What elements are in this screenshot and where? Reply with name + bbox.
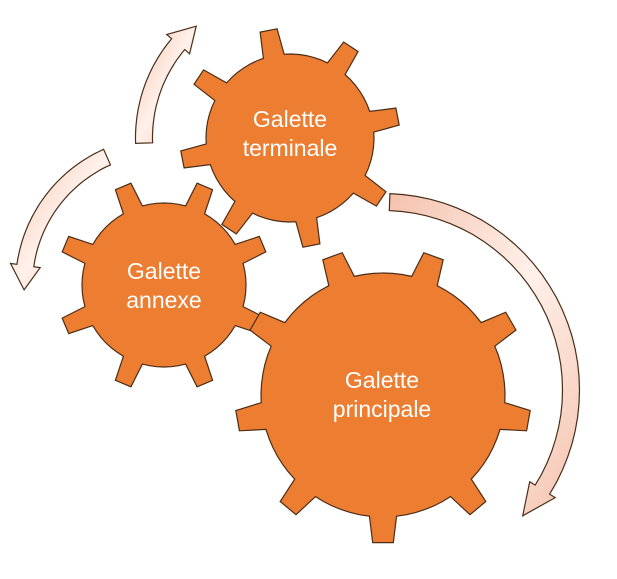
gear-label-terminale: Galette terminale (243, 105, 338, 163)
gear-label-principale: Galette principale (333, 366, 431, 424)
gear-label-line1: Galette (344, 367, 420, 393)
gear-label-line1: Galette (126, 258, 202, 284)
gear-label-line2: annexe (126, 287, 202, 313)
gear-label-line2: terminale (242, 135, 338, 161)
cycle-arrow-up (134, 25, 198, 145)
gear-annexe (61, 182, 267, 388)
gear-terminale (180, 28, 400, 248)
gear-principale (235, 251, 531, 544)
gear-label-line1: Galette (252, 106, 328, 132)
gear-label-line2: principale (332, 396, 432, 422)
cycle-arrow-left (9, 148, 112, 292)
gear-label-annexe: Galette annexe (126, 257, 201, 315)
cycle-arrow-right (388, 192, 581, 517)
